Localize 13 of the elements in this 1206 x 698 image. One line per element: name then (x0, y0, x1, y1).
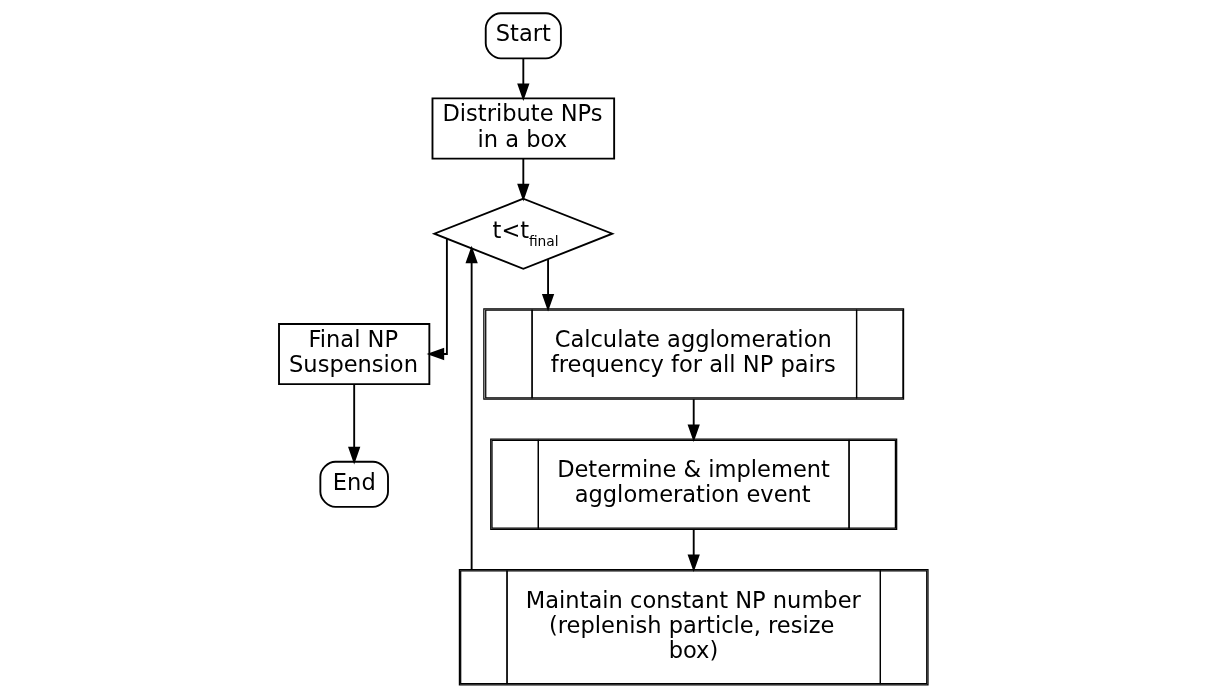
arrow (687, 398, 700, 443)
arrow (465, 245, 478, 571)
node-box: Start (484, 12, 562, 60)
arrow (347, 383, 360, 465)
node-box: End (318, 460, 389, 508)
node-box: Distribute NPs in a box (431, 97, 615, 160)
arrow (516, 57, 529, 101)
arrow (516, 158, 529, 202)
node-diamond: t<t$_{final}$ (431, 197, 615, 270)
arrow (541, 258, 554, 312)
arrow (687, 528, 700, 572)
arrow (426, 237, 448, 361)
node-box: Final NP Suspension (277, 323, 430, 385)
